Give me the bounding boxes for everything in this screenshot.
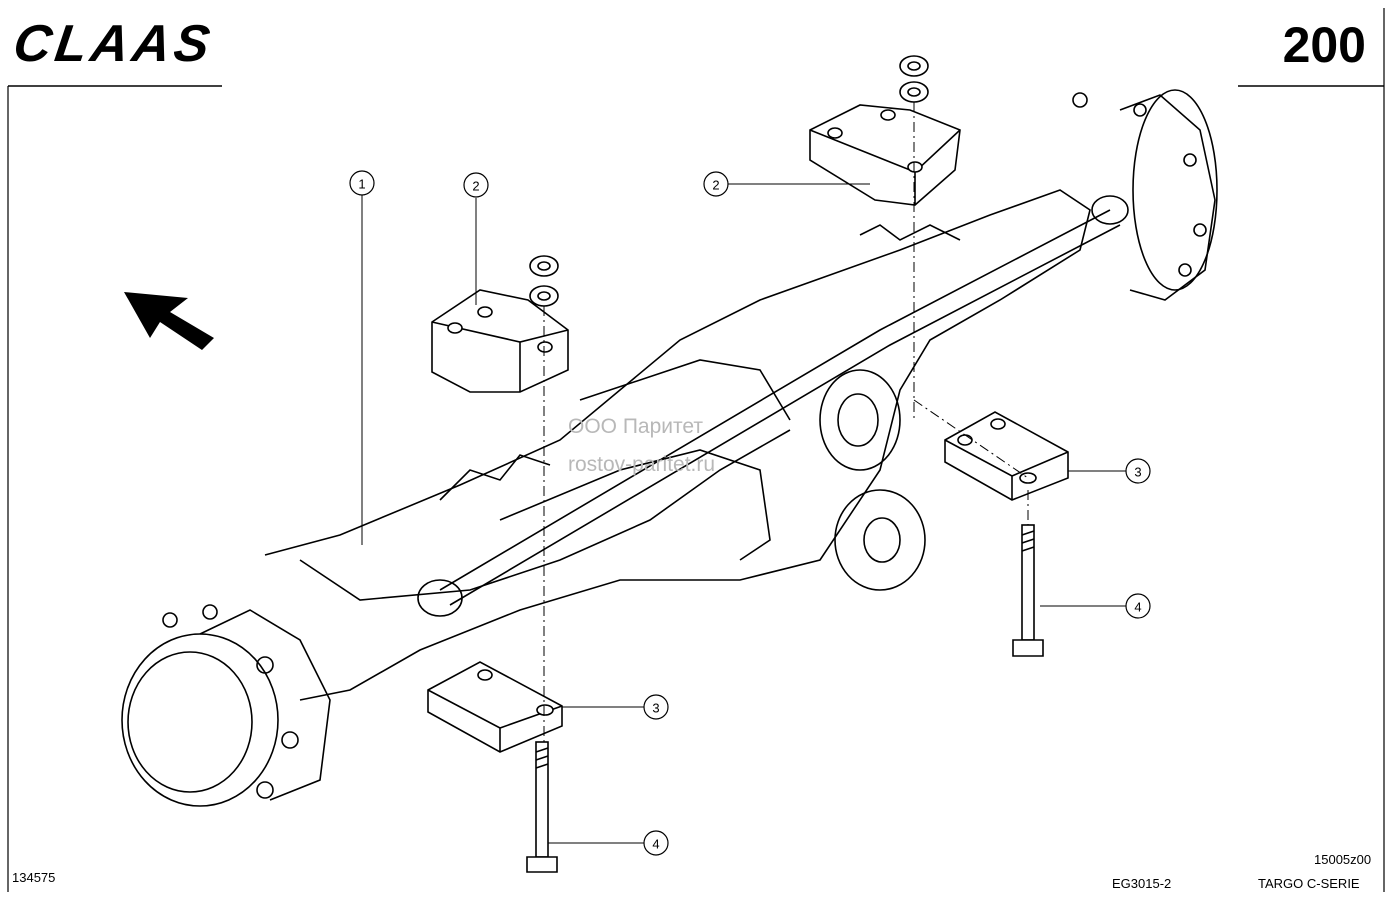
callout-label-2a: 2 <box>472 179 479 194</box>
watermark-url: rostov-paritet.ru <box>568 453 716 476</box>
callout-circle-2a <box>463 172 489 198</box>
callout-label-4b: 4 <box>652 837 659 852</box>
nut-washer-right <box>899 55 929 103</box>
footer-series: TARGO C-SERIE <box>1258 876 1360 891</box>
callout-circle-4a <box>1125 593 1151 619</box>
watermark-company: ООО Паритет <box>568 415 704 438</box>
callout-label-3a: 3 <box>652 701 659 716</box>
nut-washer-left <box>529 255 559 307</box>
callout-label-3b: 3 <box>1134 465 1141 480</box>
mounting-block-2-left <box>431 289 569 393</box>
mounting-block-3-left <box>427 661 563 753</box>
bolt-4-right <box>1012 524 1044 657</box>
footer-ref-code: 15005z00 <box>1314 852 1372 867</box>
left-wheel-hub <box>121 604 331 807</box>
callout-circle-4b <box>643 830 669 856</box>
callout-label-1: 1 <box>358 177 365 192</box>
callout-label-2b: 2 <box>712 178 719 193</box>
bolt-4-left <box>526 741 558 873</box>
footer-left-code: 134575 <box>12 870 56 885</box>
right-wheel-hub <box>1072 89 1218 301</box>
page-number: 200 <box>1282 17 1366 73</box>
mounting-block-2-right <box>809 104 961 206</box>
callout-circle-3b <box>1125 458 1151 484</box>
footer-doc-code: EG3015-2 <box>1112 876 1172 891</box>
centerlines <box>543 102 1029 742</box>
callout-circle-3a <box>643 694 669 720</box>
callout-label-4a: 4 <box>1134 600 1141 615</box>
center-flange <box>819 369 926 591</box>
callout-circle-1 <box>349 170 375 196</box>
mounting-block-3-right <box>944 411 1069 501</box>
axle-housing <box>264 189 1091 701</box>
direction-arrow-icon <box>124 292 214 350</box>
leader-lines <box>361 183 1126 844</box>
callout-circle-2b <box>703 171 729 197</box>
tie-rod <box>417 195 1129 617</box>
